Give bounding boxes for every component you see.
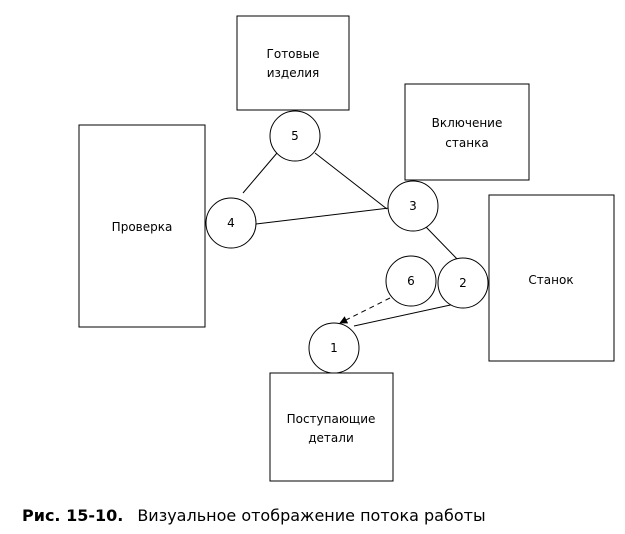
box-finished-products-line2: изделия bbox=[267, 66, 320, 80]
box-incoming-parts-line1: Поступающие bbox=[287, 412, 376, 426]
box-incoming-parts: Поступающие детали bbox=[269, 372, 394, 482]
node-5: 5 bbox=[269, 110, 321, 162]
box-machine-label: Станок bbox=[528, 273, 573, 287]
box-inspection: Проверка bbox=[78, 124, 206, 328]
node-2-label: 2 bbox=[459, 276, 467, 290]
node-5-label: 5 bbox=[291, 129, 299, 143]
node-1-label: 1 bbox=[330, 341, 338, 355]
box-incoming-parts-line2: детали bbox=[308, 431, 354, 445]
box-inspection-label: Проверка bbox=[112, 220, 173, 234]
box-finished-products-line1: Готовые bbox=[267, 47, 320, 61]
node-2: 2 bbox=[437, 257, 489, 309]
figure-number: Рис. 15-10. bbox=[22, 506, 124, 525]
node-3: 3 bbox=[387, 180, 439, 232]
node-4: 4 bbox=[205, 197, 257, 249]
box-machine-start-line2: станка bbox=[445, 136, 488, 150]
edge-3-2 bbox=[425, 226, 461, 263]
node-1: 1 bbox=[308, 322, 360, 374]
box-machine: Станок bbox=[488, 194, 615, 362]
edge-6-1-dashed-arrow bbox=[339, 297, 391, 324]
box-finished-products: Готовые изделия bbox=[236, 15, 350, 111]
figure-caption: Рис. 15-10. Визуальное отображение потока… bbox=[22, 506, 486, 525]
node-6-label: 6 bbox=[407, 274, 415, 288]
box-machine-start-line1: Включение bbox=[432, 116, 503, 130]
edge-5-3 bbox=[314, 152, 388, 210]
edge-2-1 bbox=[353, 303, 456, 327]
box-machine-start: Включение станка bbox=[404, 83, 530, 181]
figure-caption-text: Визуальное отображение потока работы bbox=[137, 506, 486, 525]
node-3-label: 3 bbox=[409, 199, 417, 213]
node-6: 6 bbox=[385, 255, 437, 307]
node-4-label: 4 bbox=[227, 216, 235, 230]
edge-4-3 bbox=[255, 207, 390, 225]
edge-5-4 bbox=[242, 152, 278, 194]
